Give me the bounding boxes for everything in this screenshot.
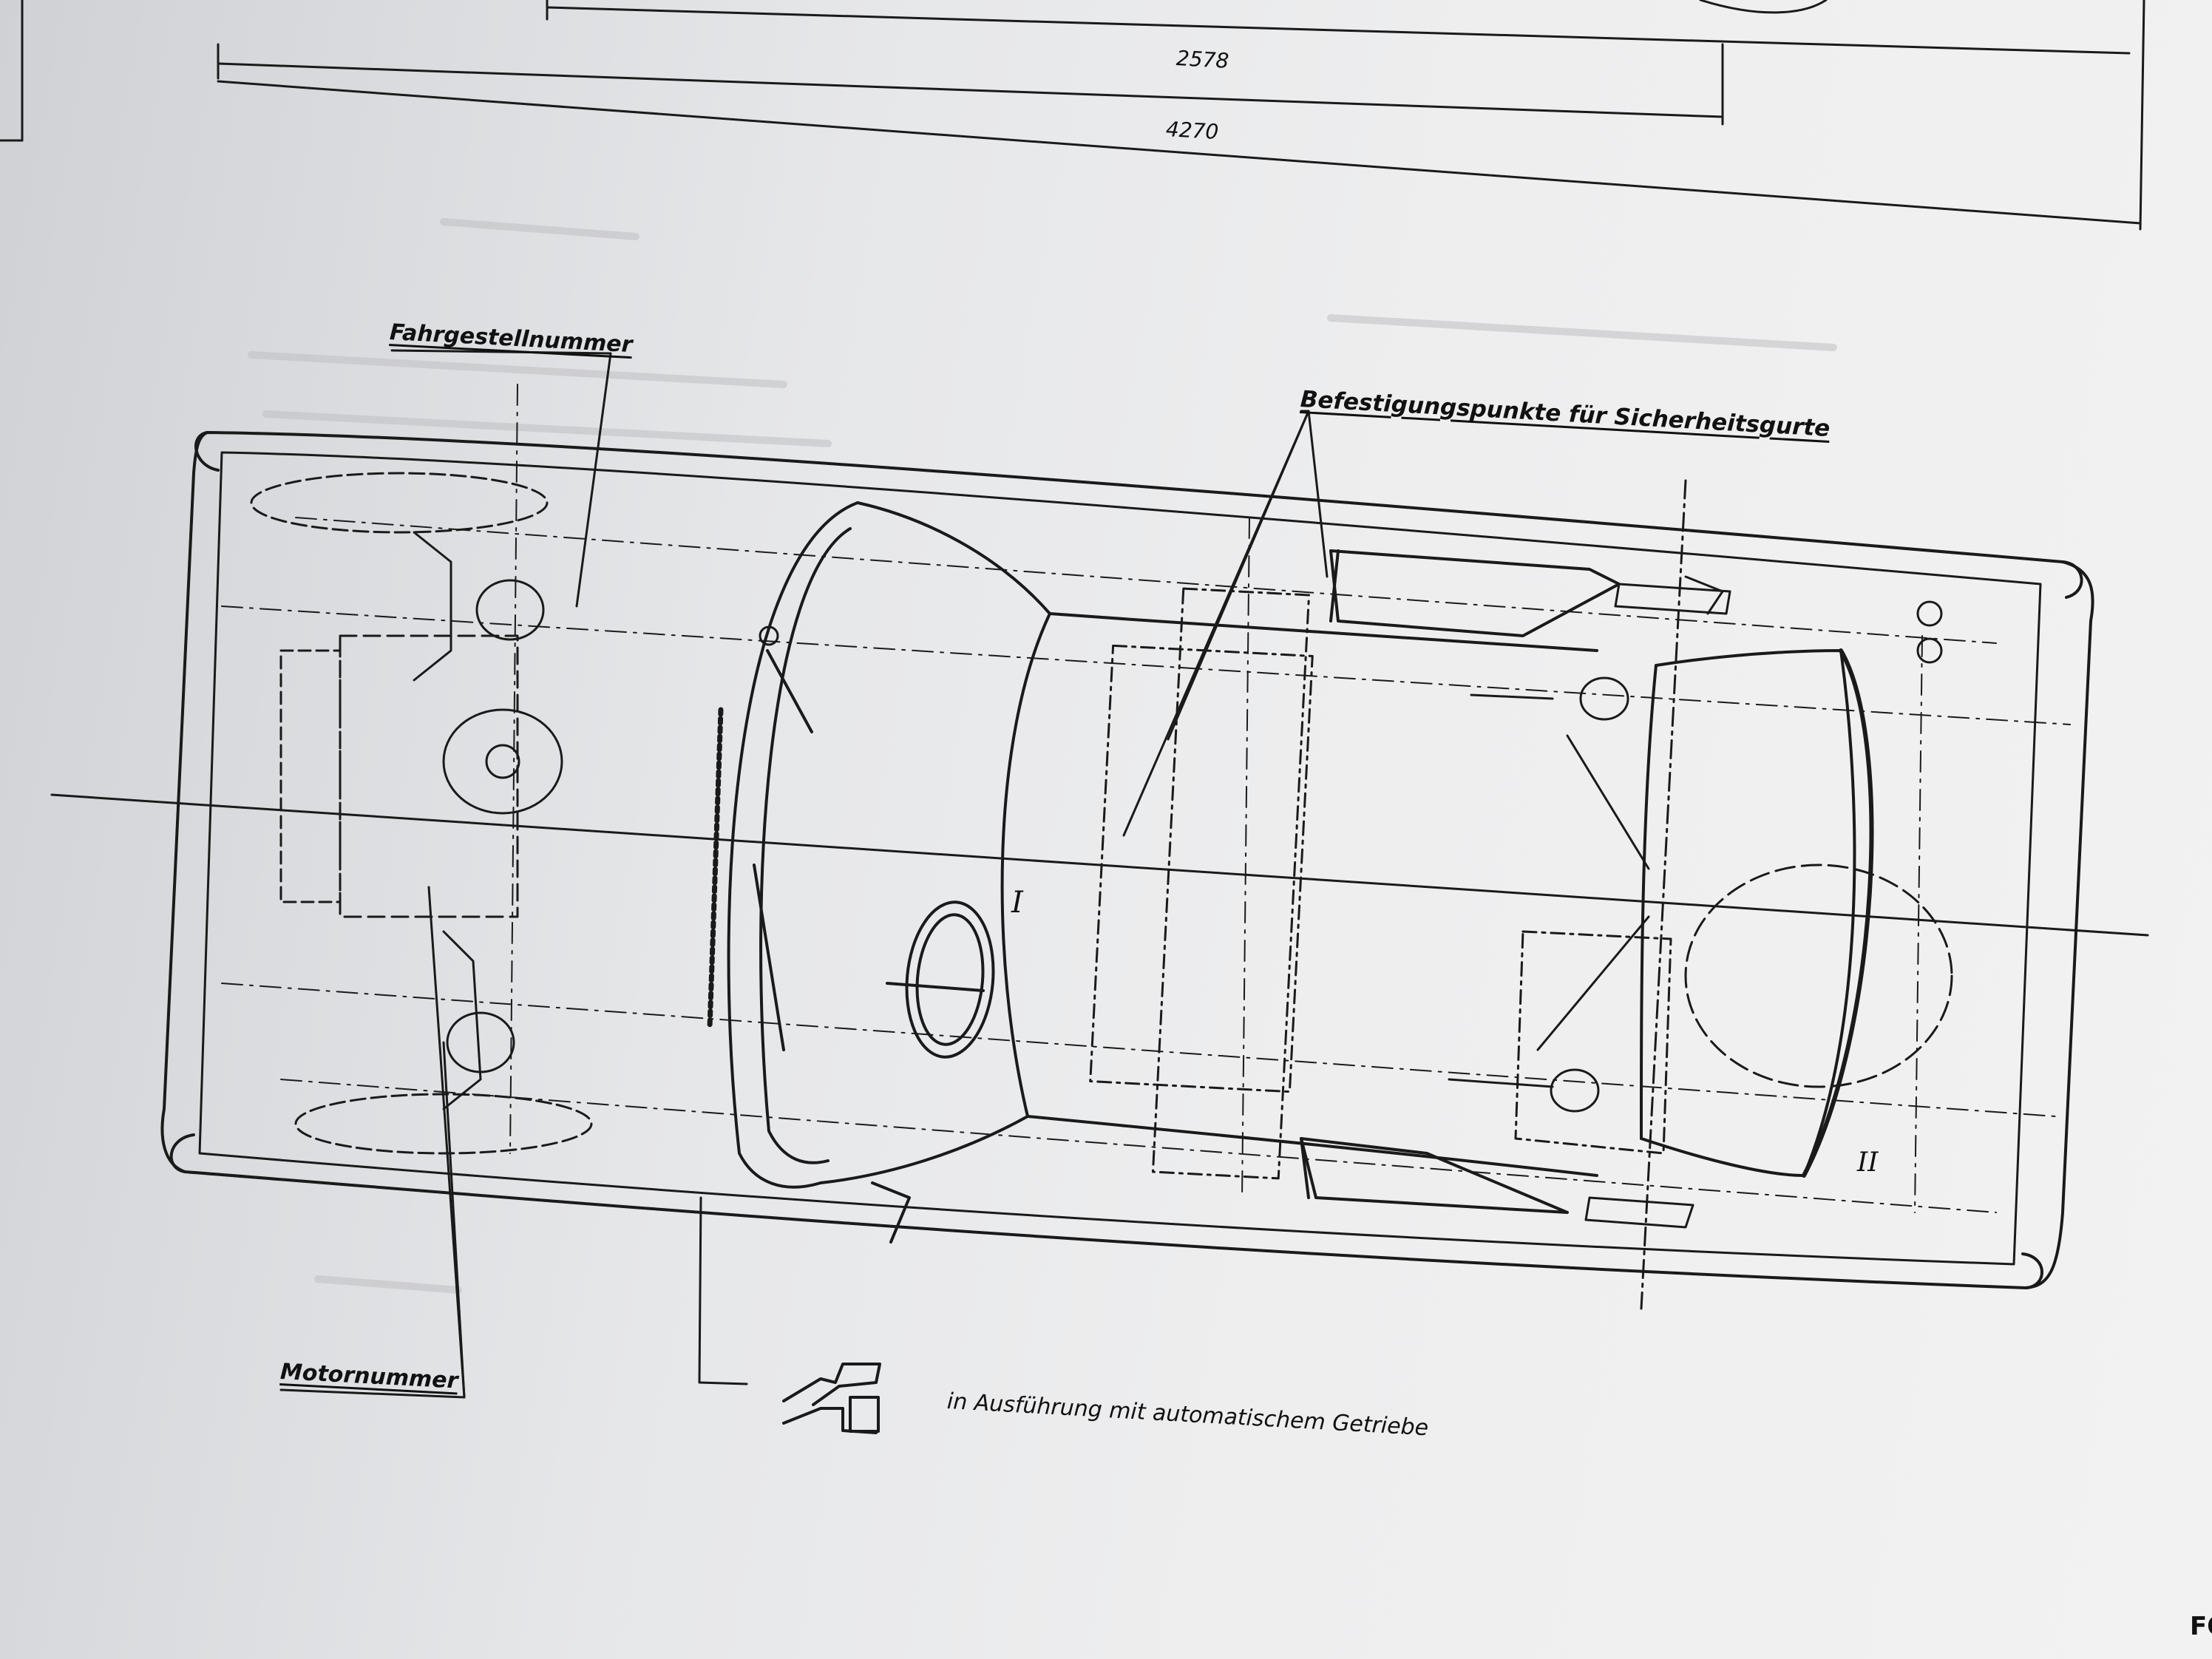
leader-lines	[279, 349, 1329, 1399]
rear-window	[1640, 648, 1874, 1178]
page-corner-text: FO	[2190, 1612, 2212, 1641]
rear-suspension	[1448, 479, 1953, 1310]
marker-roman-two: II	[1857, 1147, 1879, 1178]
construction-lines	[221, 384, 2071, 1213]
marker-roman-one: I	[1011, 886, 1023, 920]
cabin-outline	[707, 501, 1598, 1189]
bleed-through	[248, 218, 1837, 1294]
seat-outlines	[1089, 587, 1672, 1180]
steering-wheel	[886, 900, 995, 1059]
center-axis	[50, 793, 2149, 937]
door-trims	[871, 549, 1621, 1244]
dimension-lines	[0, 0, 2145, 231]
dimension-overall-length: 4270	[1165, 117, 1220, 144]
dimension-wheelbase: 2578	[1175, 46, 1230, 73]
pedal-symbols	[782, 1363, 881, 1434]
car-body-outline	[160, 431, 2094, 1289]
